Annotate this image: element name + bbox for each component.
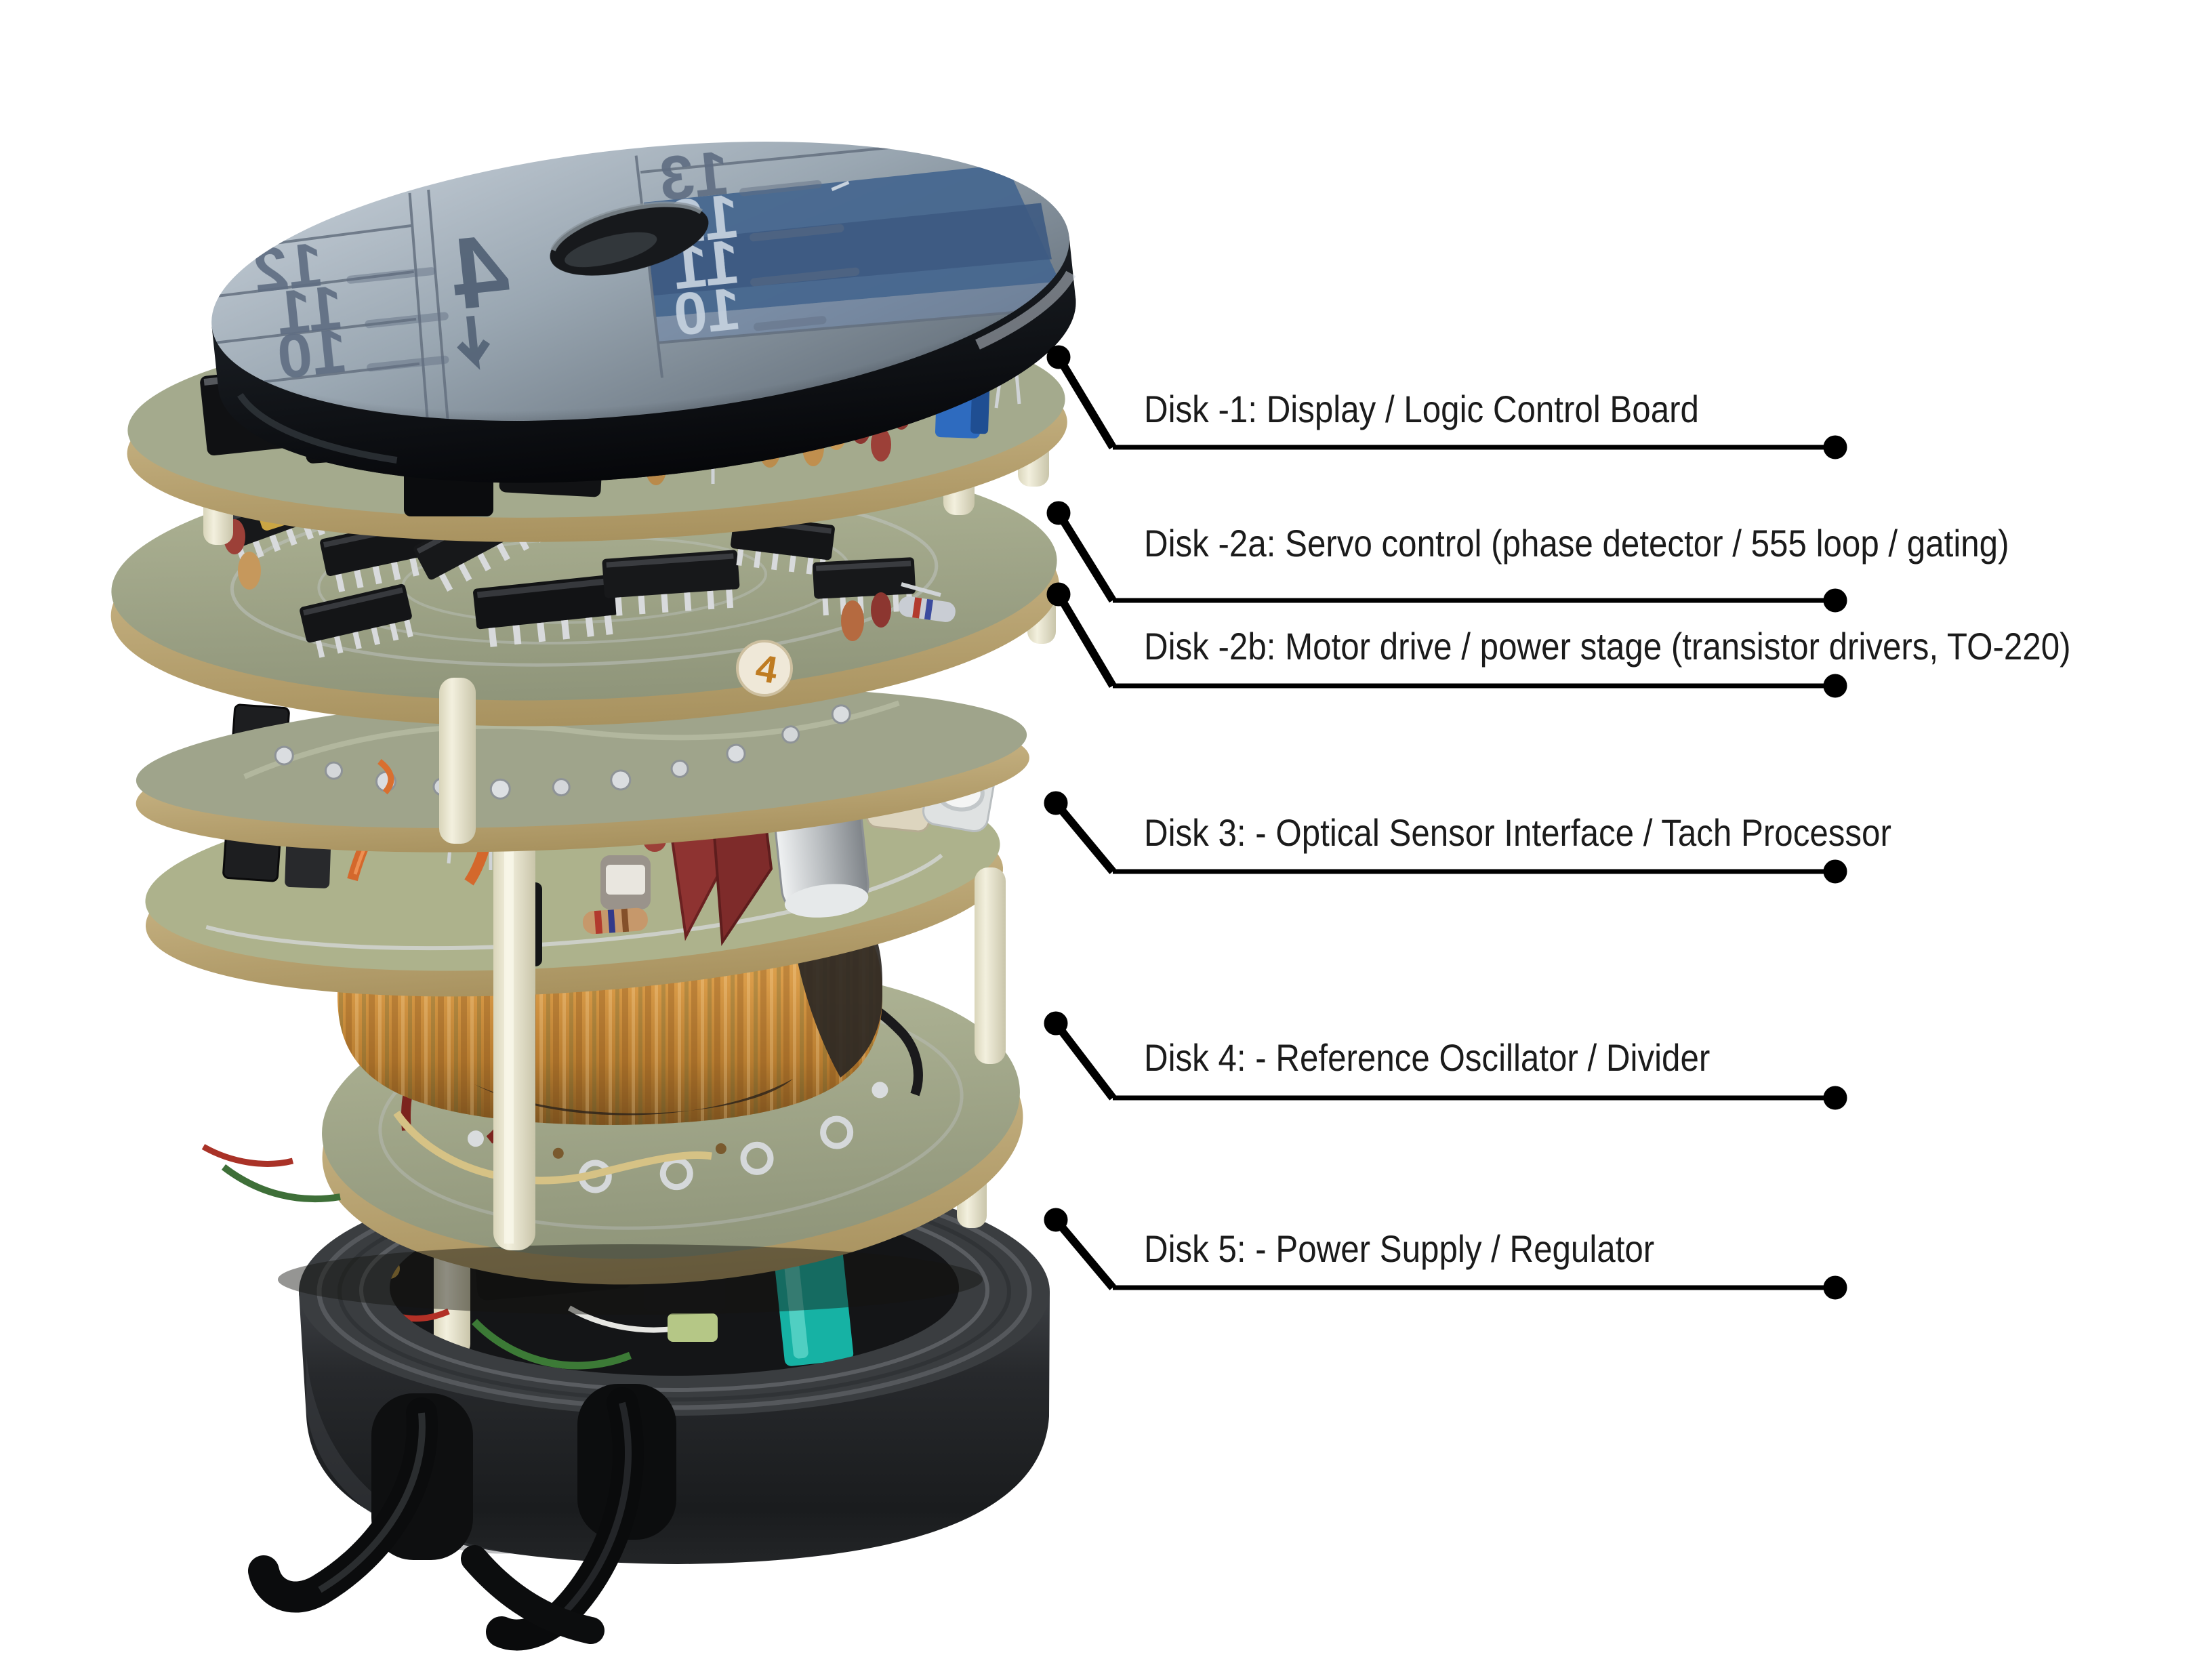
rim-sheen — [237, 392, 398, 464]
standoff-post — [439, 678, 476, 844]
callout-label-disk-3: Disk 3: - Optical Sensor Interface / Tac… — [1144, 811, 1891, 854]
standoff-highlight — [504, 837, 514, 1244]
power-cables — [248, 1384, 676, 1651]
banded-resistor — [582, 907, 648, 935]
callout-label-disk-2b: Disk -2b: Motor drive / power stage (tra… — [1144, 625, 2071, 668]
transistor-with-label — [600, 855, 651, 909]
orange-grease-mark — [377, 759, 394, 795]
callout-leader-disk-3 — [1044, 791, 1847, 884]
dip-ic — [602, 550, 740, 616]
standoff-post — [975, 867, 1006, 1064]
cable-highlight — [564, 1401, 632, 1613]
cable-highlight — [318, 1412, 426, 1593]
dip-ic — [473, 574, 618, 647]
callout-end-dot — [1823, 588, 1847, 613]
red-wire — [201, 1144, 294, 1167]
board-sticker: 4 — [736, 640, 793, 697]
callout-anchor-dot — [1046, 501, 1071, 525]
callout-end-dot — [1823, 435, 1847, 459]
green-wire — [472, 1319, 632, 1370]
callout-label-disk-2a: Disk -2a: Servo control (phase detector … — [1144, 522, 2009, 565]
disk-vignette — [211, 142, 1069, 421]
disk2b-trace — [243, 700, 900, 779]
callout-leaders — [1044, 345, 1847, 1300]
callout-anchor-dot — [1044, 1011, 1068, 1036]
callout-anchor-dot — [1046, 345, 1071, 369]
callout-end-dot — [1823, 1275, 1847, 1300]
interior-board-fragment — [668, 1313, 718, 1342]
shadow-under-disk4 — [278, 1244, 983, 1315]
callout-anchor-dot — [1046, 582, 1071, 607]
disk3-edge-highlight — [205, 853, 943, 951]
callout-leader-disk-4 — [1044, 1011, 1847, 1110]
dip-ic — [813, 557, 916, 616]
callout-end-dot — [1823, 1086, 1847, 1110]
disk-face-reflections: 13 12 11 10 12 11 10 4 — [202, 138, 1073, 447]
power-cable — [461, 1545, 605, 1644]
callout-label-disk-4: Disk 4: - Reference Oscillator / Divider — [1144, 1036, 1711, 1079]
dip-ic — [300, 583, 413, 658]
disk2b-board — [136, 687, 1029, 853]
callout-end-dot — [1823, 674, 1847, 698]
callout-anchor-dot — [1044, 1208, 1068, 1232]
callout-leader-disk-2b — [1046, 582, 1847, 698]
callout-label-disk-5: Disk 5: - Power Supply / Regulator — [1144, 1227, 1655, 1270]
cream-wire — [393, 1110, 712, 1185]
disk2b-board-surface — [136, 687, 1027, 828]
callout-leader-disk-1 — [1046, 345, 1847, 459]
callout-anchor-dot — [1044, 791, 1068, 815]
finger-hole — [550, 201, 709, 276]
callout-label-disk-1: Disk -1: Display / Logic Control Board — [1144, 388, 1699, 430]
callout-leader-disk-5 — [1044, 1208, 1847, 1300]
top-smoked-disk: 13 12 11 10 12 11 10 4 — [202, 138, 1076, 483]
callout-leader-disk-2a — [1046, 501, 1847, 613]
green-wire — [221, 1164, 341, 1203]
standoff-post — [493, 830, 535, 1250]
scratch-mark — [831, 180, 850, 192]
rim-specular-highlight — [975, 270, 1076, 350]
callout-end-dot — [1823, 859, 1847, 884]
